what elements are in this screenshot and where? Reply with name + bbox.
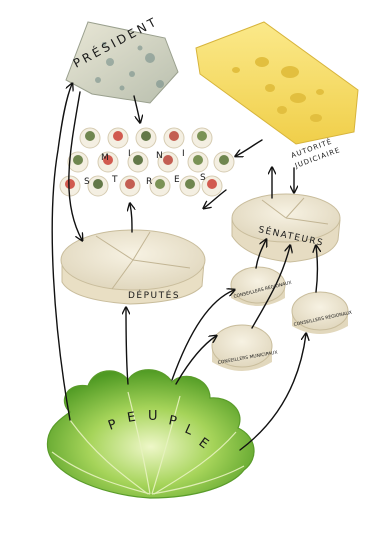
ministre-herb-topping [197, 131, 207, 141]
peuple-lettuce [47, 370, 254, 498]
ministre-herb-topping [185, 179, 195, 189]
ministres-letter: N [156, 151, 163, 161]
ministres-cheeses: M I N I S T R E S [60, 128, 234, 196]
conseillers-regionaux-cheese-2: CONSEILLERS RÉGIONAUX [292, 292, 353, 334]
ministre-herb-topping [207, 179, 217, 189]
ministre-herb-topping [193, 155, 203, 165]
ministre-herb-topping [93, 179, 103, 189]
arrow-peuple-to-deputes [126, 308, 128, 384]
senateurs-cheese: SÉNATEURS [232, 194, 340, 262]
arrow-regionaux2-to-senateurs [316, 246, 318, 292]
ministres-letter: E [174, 175, 180, 185]
ministres-letter: R [146, 177, 152, 187]
arrow-autorite-to-ministres [236, 140, 262, 156]
deputes-label: DÉPUTÉS [128, 289, 180, 301]
ministre-herb-topping [73, 155, 83, 165]
ministre-herb-topping [219, 155, 229, 165]
ministre-herb-topping [113, 131, 123, 141]
ministres-letter: S [84, 177, 90, 187]
peuple-letter: U [148, 409, 158, 424]
conseillers-municipaux-cheese: CONSEILLERS MUNICIPAUX [212, 325, 278, 371]
ministres-letter: M [101, 153, 109, 163]
ministre-herb-topping [141, 131, 151, 141]
ministre-herb-topping [155, 179, 165, 189]
ministre-herb-topping [163, 155, 173, 165]
ministres-letter: I [182, 149, 185, 159]
ministre-herb-topping [65, 179, 75, 189]
ministre-herb-topping [125, 179, 135, 189]
ministres-letter: S [200, 173, 206, 183]
deputes-cheese: DÉPUTÉS [61, 230, 205, 304]
conseillers-regionaux-cheese-1: CONSEILLERS RÉGIONAUX [231, 267, 292, 306]
autorite-judiciaire-cheese: AUTORITÉ JUDICIAIRE [196, 22, 358, 170]
arrow-deputes-to-ministres [130, 204, 132, 232]
ministre-herb-topping [169, 131, 179, 141]
ministre-herb-topping [85, 131, 95, 141]
president-cheese: PRÉSIDENT [66, 13, 178, 103]
ministres-letter: I [128, 149, 131, 159]
ministres-letter: T [111, 175, 118, 185]
ministre-herb-topping [133, 155, 143, 165]
